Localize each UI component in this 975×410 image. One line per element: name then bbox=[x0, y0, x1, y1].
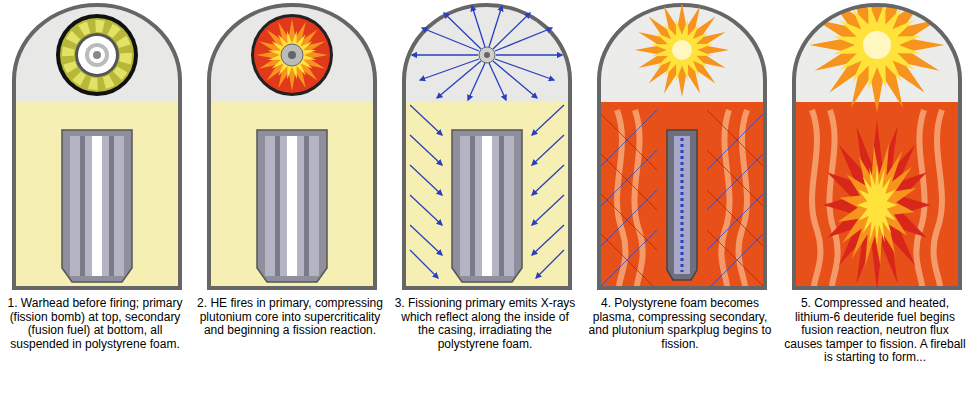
stage-caption: 2. HE fires in primary, compressing plut… bbox=[197, 297, 383, 338]
stage-caption: 5. Compressed and heated, lithium-6 deut… bbox=[782, 297, 968, 365]
stage-caption: 1. Warhead before firing; primary (fissi… bbox=[2, 297, 188, 351]
stage-caption: 4. Polystyrene foam becomes plasma, comp… bbox=[587, 297, 773, 351]
staged-illustration bbox=[0, 0, 975, 295]
stage-caption: 3. Fissioning primary emits X-rays which… bbox=[392, 297, 578, 351]
